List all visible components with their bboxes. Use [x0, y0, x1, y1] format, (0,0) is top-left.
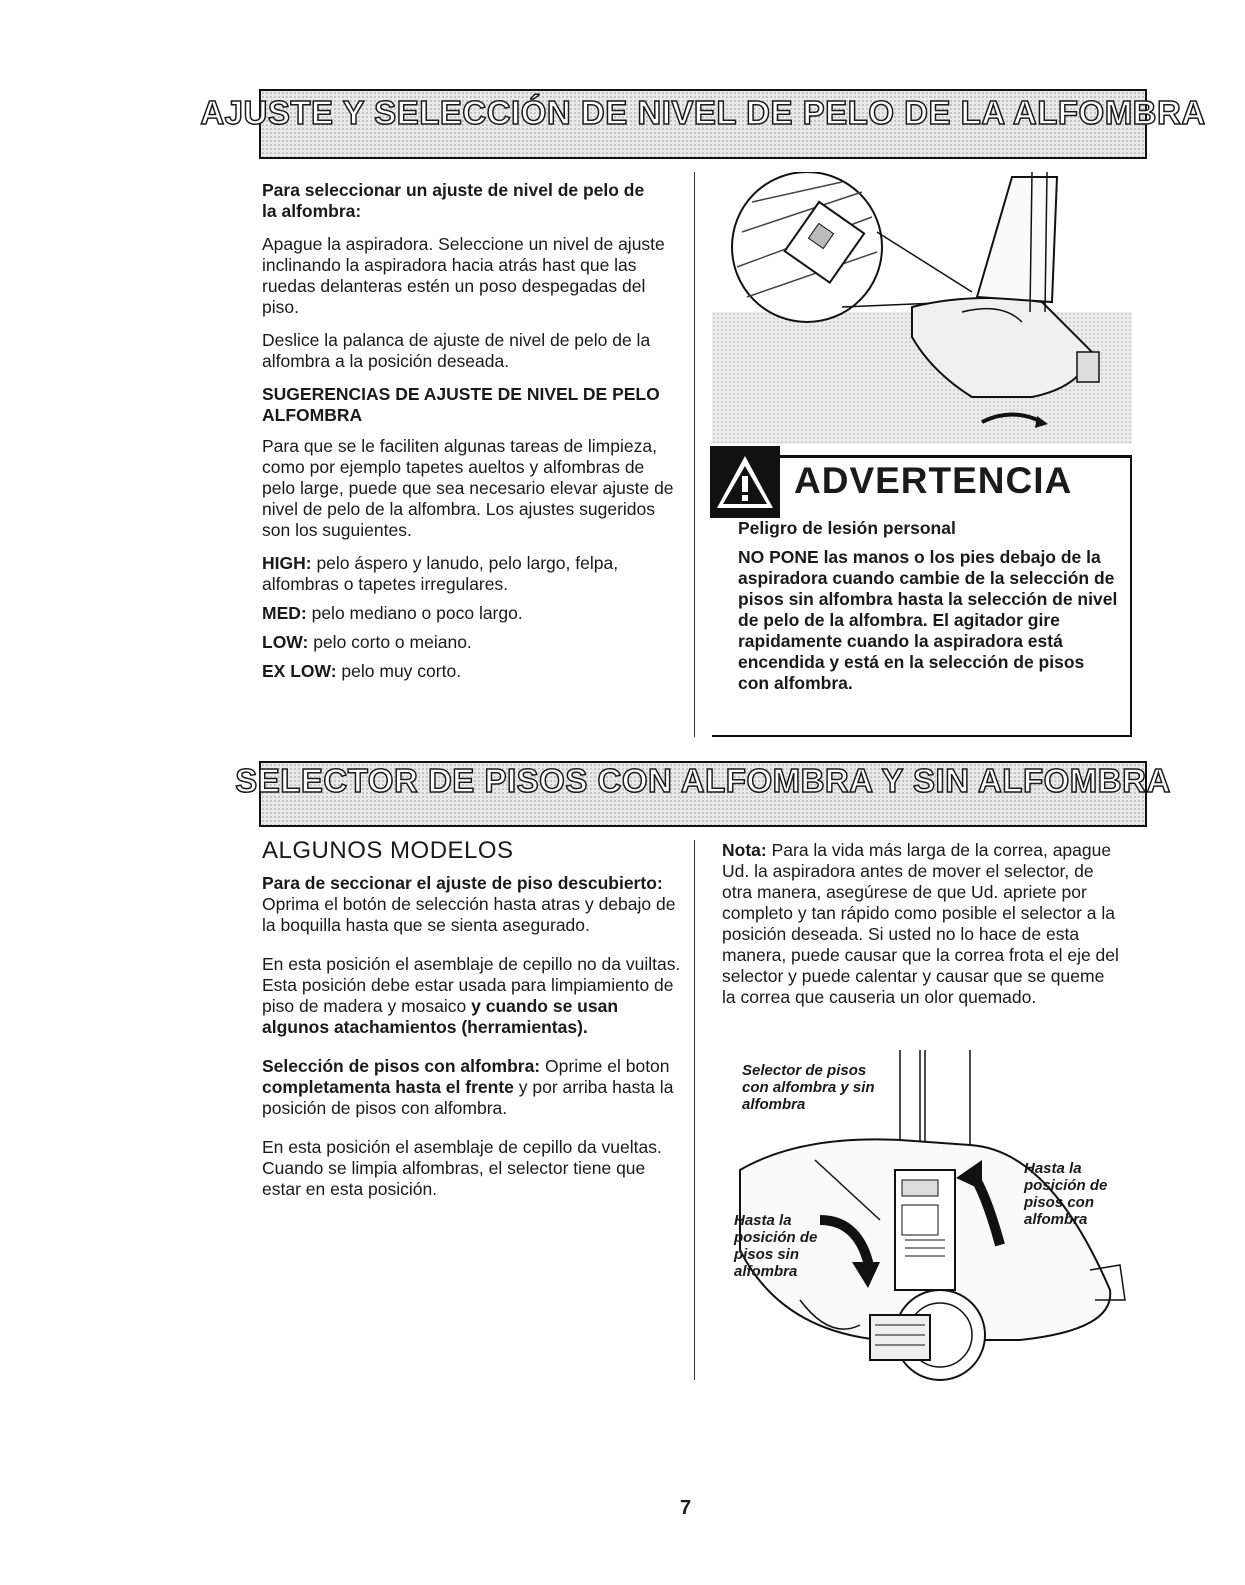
pile-height-instructions: Para seleccionar un ajuste de nivel de p… — [262, 180, 682, 694]
selector-label: Selector de pisos con alfombra y sin alf… — [742, 1062, 875, 1113]
level-med: MED: pelo mediano o poco largo. — [262, 603, 682, 624]
column-divider — [694, 840, 695, 1380]
bare-floor-label: Para de seccionar el ajuste de piso desc… — [262, 873, 663, 893]
carpet-label: Selección de pisos con alfombra: — [262, 1056, 541, 1076]
instructions-step-2: Deslice la palanca de ajuste de nivel de… — [262, 330, 651, 371]
carpet-description: En esta posición el asemblaje de cepillo… — [262, 1137, 662, 1199]
level-label: EX LOW: — [262, 661, 337, 681]
level-ex-low: EX LOW: pelo muy corto. — [262, 661, 682, 682]
bare-desc-plain: En esta posición el asemblaje de cepillo… — [262, 954, 681, 1016]
instructions-heading: Para seleccionar un ajuste de nivel de p… — [262, 180, 645, 221]
tips-text: Para que se le faciliten algunas tareas … — [262, 436, 674, 540]
note-text: Para la vida más larga de la correa, apa… — [722, 840, 1119, 1007]
carpet-instruction: Selección de pisos con alfombra: Oprime … — [262, 1056, 682, 1119]
bare-floor-description: En esta posición el asemblaje de cepillo… — [262, 954, 682, 1038]
level-desc: pelo muy corto. — [341, 661, 462, 681]
warning-text: NO PONE las manos o los pies debajo de l… — [738, 547, 1118, 693]
pile-height-illustration — [712, 172, 1132, 444]
tips-heading: SUGERENCIAS DE AJUSTE DE NIVEL DE PELO A… — [262, 384, 660, 425]
warning-title: ADVERTENCIA — [794, 460, 1073, 501]
bare-floor-text: Oprima el botón de selección hasta atras… — [262, 894, 676, 935]
warning-triangle-icon — [710, 446, 780, 518]
page-number: 7 — [680, 1497, 692, 1519]
bare-desc-bold: y cuando se usan algunos atachamientos (… — [262, 996, 619, 1037]
belt-note: Nota: Para la vida más larga de la corre… — [722, 840, 1122, 1008]
level-high: HIGH: pelo áspero y lanudo, pelo largo, … — [262, 553, 682, 595]
note-block: Nota: Para la vida más larga de la corre… — [722, 840, 1122, 1020]
level-label: LOW: — [262, 632, 309, 652]
warning-box — [712, 455, 1132, 737]
level-desc: pelo áspero y lanudo, pelo largo, felpa,… — [262, 553, 619, 594]
models-subheading: ALGUNOS MODELOS — [262, 837, 514, 864]
section-title: SELECTOR DE PISOS CON ALFOMBRA Y SIN ALF… — [234, 761, 1171, 800]
level-low: LOW: pelo corto o meiano. — [262, 632, 682, 653]
level-desc: pelo mediano o poco largo. — [311, 603, 523, 623]
instructions-step-1: Apague la aspiradora. Seleccione un nive… — [262, 234, 665, 317]
section-banner-pile-height: AJUSTE Y SELECCIÓN DE NIVEL DE PELO DE L… — [200, 89, 1206, 159]
level-label: MED: — [262, 603, 307, 623]
bare-floor-instruction: Para de seccionar el ajuste de piso desc… — [262, 873, 682, 936]
note-label: Nota: — [722, 840, 767, 860]
bare-floor-position-label: Hasta la posición de pisos sin alfombra — [734, 1212, 818, 1280]
floor-selector-instructions: ALGUNOS MODELOS Para de seccionar el aju… — [262, 837, 682, 1212]
section-banner-floor-selector: SELECTOR DE PISOS CON ALFOMBRA Y SIN ALF… — [234, 761, 1171, 827]
floor-selector-illustration — [739, 1050, 1126, 1381]
level-label: HIGH: — [262, 553, 312, 573]
section-title: AJUSTE Y SELECCIÓN DE NIVEL DE PELO DE L… — [200, 93, 1206, 132]
carpet-text-1: Oprime el boton — [545, 1056, 670, 1076]
column-divider — [694, 172, 695, 737]
warning-subtitle: Peligro de lesión personal — [738, 518, 956, 538]
carpet-position-label: Hasta la posición de pisos con alfombra — [1024, 1160, 1108, 1228]
level-desc: pelo corto o meiano. — [313, 632, 472, 652]
carpet-text-2: y por arriba hasta la posición de pisos … — [262, 1077, 674, 1118]
carpet-bold: completamenta hasta el frente — [262, 1077, 514, 1097]
warning-body: Peligro de lesión personal NO PONE las m… — [738, 518, 1118, 702]
